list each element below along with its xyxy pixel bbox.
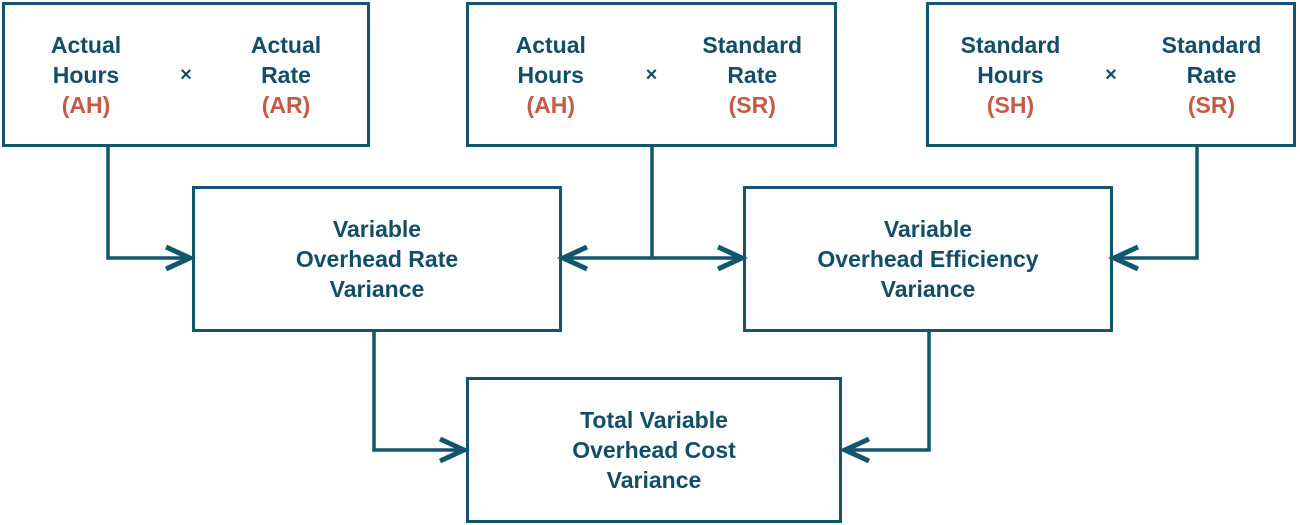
abbr-label: (AR) xyxy=(261,91,311,118)
connector-ahar-to-rate-variance xyxy=(106,147,186,260)
box-variable-overhead-efficiency-variance: Variable Overhead Efficiency Variance xyxy=(743,186,1113,332)
arrowhead-right-icon xyxy=(716,244,749,272)
factor-standard-hours: Standard Hours (SH) xyxy=(929,30,1092,120)
term-label: Standard Hours xyxy=(960,31,1061,88)
box-standard-hours-standard-rate: Standard Hours (SH) × Standard Rate (SR) xyxy=(926,2,1296,147)
abbr-label: (SR) xyxy=(728,91,776,118)
abbr-label: (AH) xyxy=(526,91,576,118)
term-label: Actual Hours xyxy=(515,31,586,88)
connector-efficiency-variance-to-total xyxy=(849,332,931,452)
box-variable-overhead-rate-variance: Variable Overhead Rate Variance xyxy=(192,186,562,332)
connector-shsr-to-efficiency-variance xyxy=(1118,147,1199,260)
factor-actual-rate: Actual Rate (AR) xyxy=(205,30,367,120)
abbr-label: (SR) xyxy=(1187,91,1236,118)
abbr-label: (AH) xyxy=(61,91,111,118)
box-actual-hours-standard-rate: Actual Hours (AH) × Standard Rate (SR) xyxy=(466,2,837,147)
factor-actual-hours: Actual Hours (AH) xyxy=(469,30,633,120)
box-actual-hours-actual-rate: Actual Hours (AH) × Actual Rate (AR) xyxy=(2,2,370,147)
arrowhead-left-icon xyxy=(1107,244,1140,272)
factor-actual-hours: Actual Hours (AH) xyxy=(5,30,167,120)
variance-label: Variable Overhead Efficiency Variance xyxy=(817,216,1039,302)
factor-standard-rate: Standard Rate (SR) xyxy=(1130,30,1293,120)
arrowhead-right-icon xyxy=(164,244,197,272)
variance-label: Variable Overhead Rate Variance xyxy=(295,216,459,302)
connector-rate-variance-to-total xyxy=(372,332,460,452)
term-label: Actual Hours xyxy=(50,31,122,88)
multiply-operator: × xyxy=(1105,63,1117,86)
multiply-operator: × xyxy=(645,63,658,86)
factor-standard-rate: Standard Rate (SR) xyxy=(671,30,835,120)
term-label: Standard Rate xyxy=(702,31,803,88)
arrowhead-right-icon xyxy=(438,436,471,464)
arrowhead-left-icon xyxy=(838,436,871,464)
total-variance-label: Total Variable Overhead Cost Variance xyxy=(572,407,736,493)
term-label: Standard Rate xyxy=(1161,31,1262,88)
term-label: Actual Rate xyxy=(250,31,322,88)
multiply-operator: × xyxy=(180,63,192,86)
box-total-variable-overhead-cost-variance: Total Variable Overhead Cost Variance xyxy=(466,377,842,523)
abbr-label: (SH) xyxy=(986,91,1035,118)
arrowhead-left-icon xyxy=(556,244,589,272)
